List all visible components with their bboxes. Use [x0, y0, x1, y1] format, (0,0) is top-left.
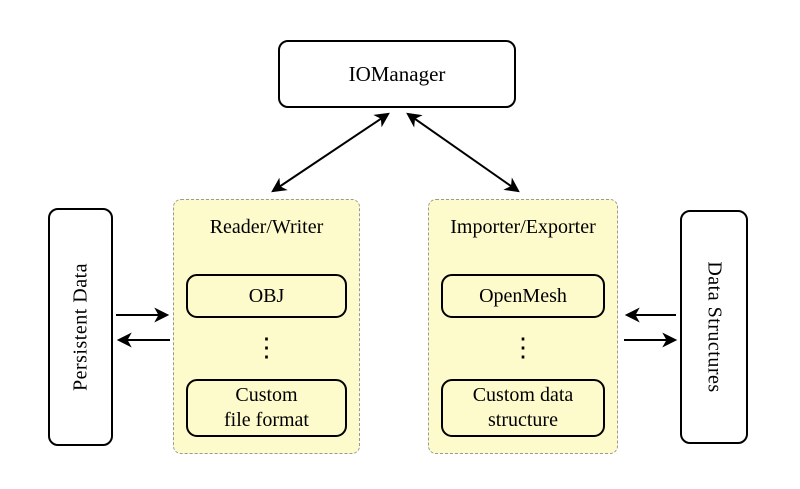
custom-file-format-line2: file format	[224, 409, 309, 431]
reader-writer-title: Reader/Writer	[209, 216, 324, 238]
custom-file-format-node: Custom file format	[186, 379, 347, 437]
io-manager-node: IOManager	[278, 40, 516, 108]
persistent-data-label: Persistent Data	[69, 262, 91, 392]
data-structures-label: Data Structures	[703, 261, 726, 393]
importer-exporter-title: Importer/Exporter	[450, 216, 596, 238]
readerwriter-ellipsis: ⋮	[253, 333, 280, 362]
reader-writer-group: Reader/Writer OBJ ⋮ Custom file format	[173, 199, 360, 454]
importer-exporter-group: Importer/Exporter OpenMesh ⋮ Custom data…	[428, 199, 618, 454]
custom-data-structure-line1: Custom data	[472, 384, 574, 406]
obj-label: OBJ	[248, 284, 285, 307]
data-structures-node: Data Structures	[680, 210, 748, 444]
importerexporter-ellipsis: ⋮	[510, 333, 536, 362]
obj-node: OBJ	[186, 274, 347, 318]
openmesh-label: OpenMesh	[479, 284, 567, 307]
custom-data-structure-node: Custom data structure	[441, 379, 605, 437]
persistent-data-node: Persistent Data	[48, 208, 113, 446]
openmesh-node: OpenMesh	[441, 274, 605, 318]
io-manager-label: IOManager	[348, 61, 446, 86]
custom-data-structure-line2: structure	[488, 409, 558, 431]
custom-file-format-line1: Custom	[235, 384, 298, 406]
iomanager-importerexporter-arrow	[406, 112, 520, 193]
iomanager-readerwriter-arrow	[271, 112, 390, 193]
